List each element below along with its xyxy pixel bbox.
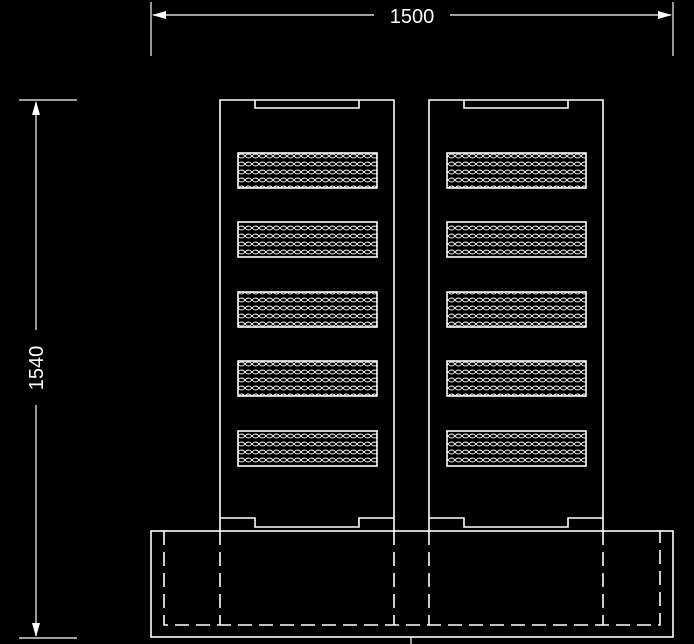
vent-grille — [237, 291, 378, 328]
base-inner-hidden-line — [163, 531, 661, 626]
cabinet-left-top-handle — [254, 100, 360, 109]
height-arrow-bottom — [32, 623, 40, 637]
vent-grille — [446, 291, 587, 328]
cabinet-left-outline — [219, 99, 395, 531]
cabinet-right-outline — [428, 99, 604, 531]
cabinet-unit-right — [428, 99, 604, 531]
vent-grille — [446, 221, 587, 258]
cabinet-unit-left — [219, 99, 395, 531]
vent-grille — [446, 360, 587, 397]
cabinet-right-bottom-notch — [429, 517, 603, 528]
vent-grille — [237, 360, 378, 397]
vent-grille — [237, 221, 378, 258]
width-arrow-left — [152, 11, 166, 19]
base-outer-frame — [150, 530, 674, 638]
cabinet-right-top-handle — [463, 100, 569, 109]
height-arrow-top — [32, 101, 40, 115]
width-arrow-right — [658, 11, 672, 19]
cabinet-right-vents — [446, 152, 587, 467]
base-plinth — [150, 530, 674, 644]
cabinet-left-vents — [237, 152, 378, 467]
width-dimension: 1500 — [150, 2, 674, 56]
height-dimension: 1540 — [19, 99, 77, 639]
cabinet-left-bottom-notch — [220, 517, 394, 528]
vent-grille — [446, 152, 587, 189]
vent-grille — [237, 152, 378, 189]
vent-grille — [237, 430, 378, 467]
vent-grille — [446, 430, 587, 467]
width-dimension-label: 1500 — [390, 6, 435, 28]
height-dimension-label: 1540 — [26, 346, 48, 391]
